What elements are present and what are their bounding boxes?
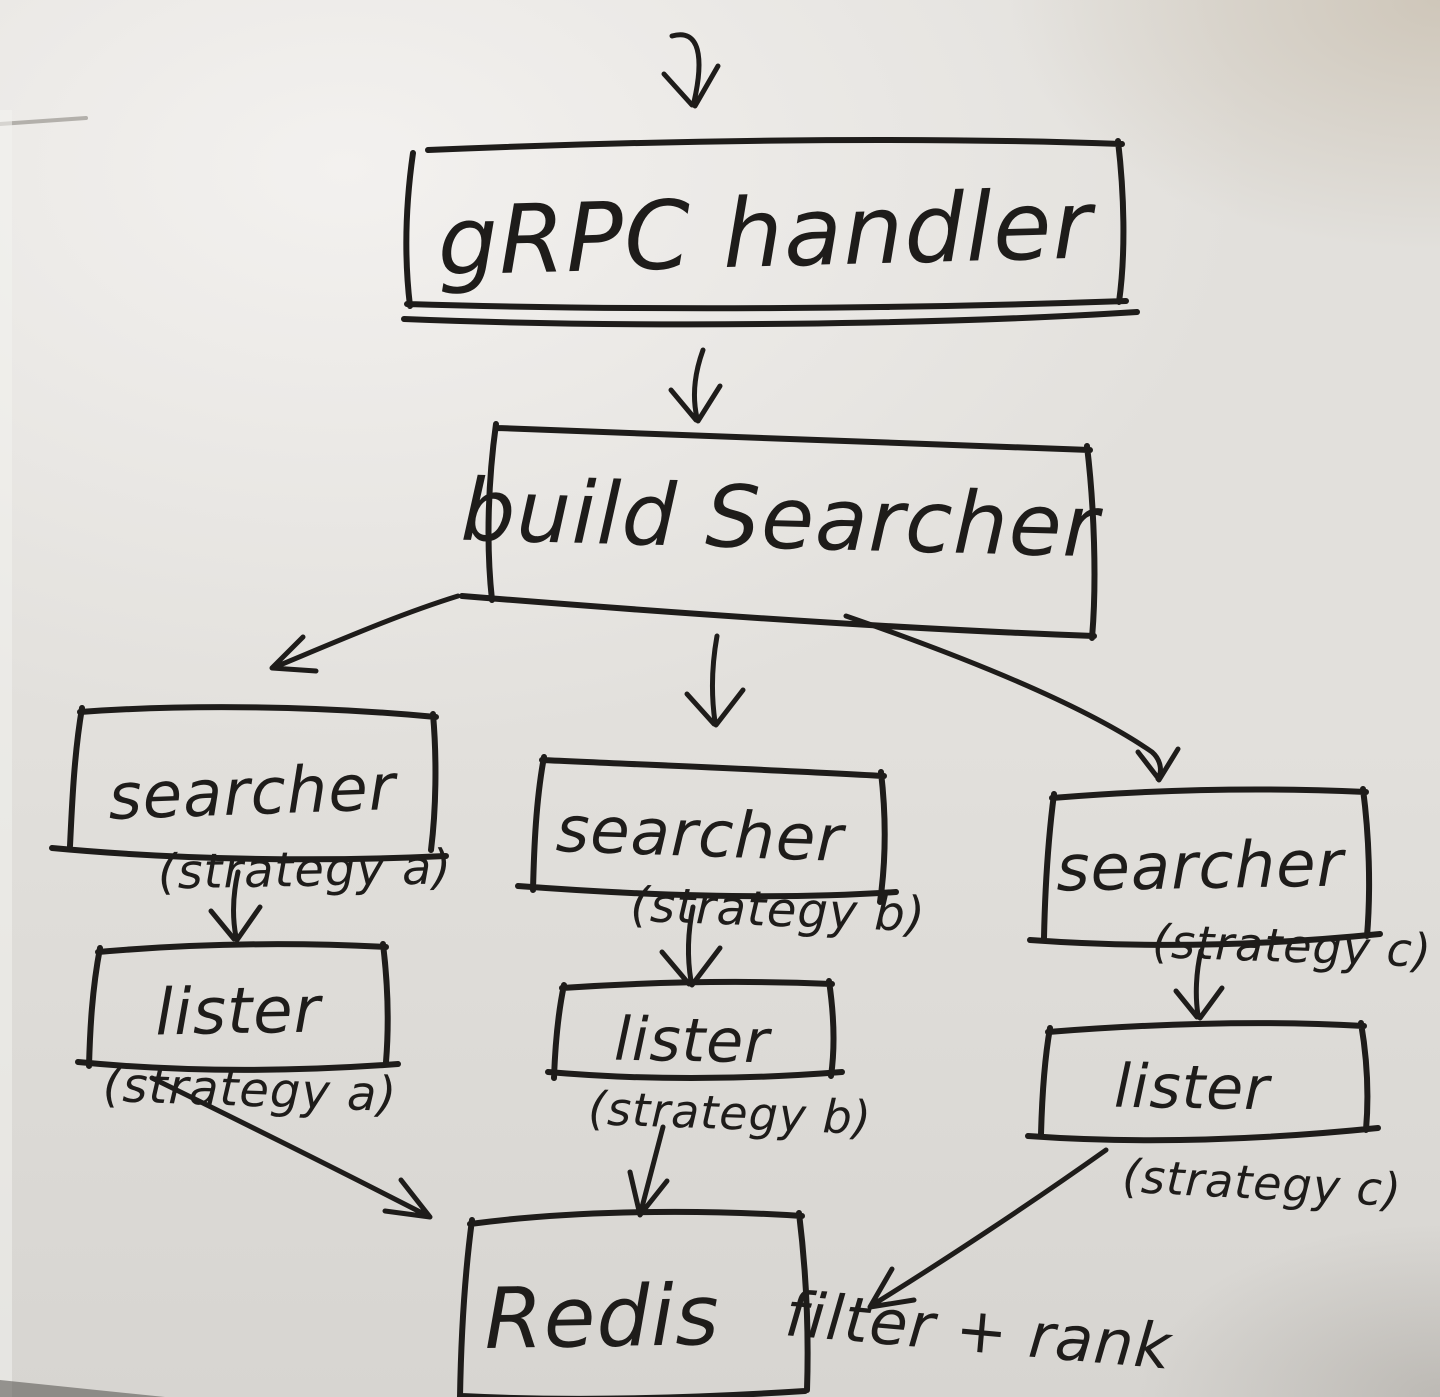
lister-c-label: lister	[1113, 1052, 1272, 1125]
node-build-searcher: build Searcher	[459, 421, 1104, 641]
searcher-a-label: searcher	[107, 751, 400, 835]
node-redis: Redis	[457, 1208, 811, 1397]
node-searcher-b: searcher (strategy b)	[515, 754, 927, 943]
lister-a-box	[75, 941, 401, 1073]
board-edge-highlight	[0, 110, 12, 1397]
arrow-build-to-searcher-a	[269, 593, 461, 674]
board-seam-line	[0, 116, 88, 126]
node-grpc-handler: gRPC handler	[401, 137, 1140, 328]
lister-c-box	[1025, 1020, 1381, 1144]
build-searcher-box	[459, 421, 1098, 641]
arrow-build-to-searcher-c	[843, 613, 1181, 783]
arrow-grpc-to-build	[668, 347, 723, 424]
arrow-lister-c-to-redis	[867, 1147, 1109, 1310]
searcher-a-box	[49, 704, 449, 863]
grpc-handler-box	[401, 137, 1140, 328]
node-searcher-a: searcher (strategy a)	[49, 704, 453, 901]
arrow-searcher-b-to-lister-b	[659, 904, 723, 988]
lister-c-sublabel: (strategy c)	[1121, 1149, 1403, 1218]
arrow-lister-a-to-redis	[149, 1075, 433, 1220]
searcher-a-sublabel: (strategy a)	[157, 839, 452, 900]
searcher-b-label: searcher	[555, 793, 848, 877]
arrow-searcher-a-to-lister-a	[208, 869, 263, 943]
searcher-b-sublabel: (strategy b)	[629, 877, 926, 943]
corner-shadow	[0, 1380, 165, 1397]
lister-b-label: lister	[614, 1005, 773, 1078]
searcher-c-label: searcher	[1056, 827, 1348, 906]
searcher-c-sublabel: (strategy c)	[1151, 914, 1432, 978]
lister-a-label: lister	[155, 974, 325, 1051]
grpc-handler-label: gRPC handler	[436, 170, 1098, 297]
searcher-b-box	[515, 754, 899, 905]
arrow-entry-to-grpc	[661, 32, 721, 109]
arrow-lister-b-to-redis	[627, 1124, 670, 1218]
arrow-searcher-c-to-lister-c	[1173, 948, 1225, 1021]
node-lister-b: lister (strategy b)	[545, 978, 873, 1145]
lister-b-box	[545, 978, 845, 1081]
build-searcher-label: build Searcher	[460, 461, 1104, 578]
lister-b-sublabel: (strategy b)	[587, 1081, 872, 1145]
node-lister-a: lister (strategy a)	[75, 941, 401, 1123]
redis-box	[457, 1208, 811, 1397]
lister-a-sublabel: (strategy a)	[102, 1057, 398, 1123]
searcher-c-box	[1027, 786, 1383, 948]
node-lister-c: lister (strategy c)	[1025, 1020, 1403, 1218]
annotation-filter-rank: filter + rank	[782, 1277, 1175, 1384]
redis-label: Redis	[483, 1266, 720, 1368]
arrow-build-to-searcher-b	[684, 633, 746, 728]
node-searcher-c: searcher (strategy c)	[1027, 786, 1433, 978]
